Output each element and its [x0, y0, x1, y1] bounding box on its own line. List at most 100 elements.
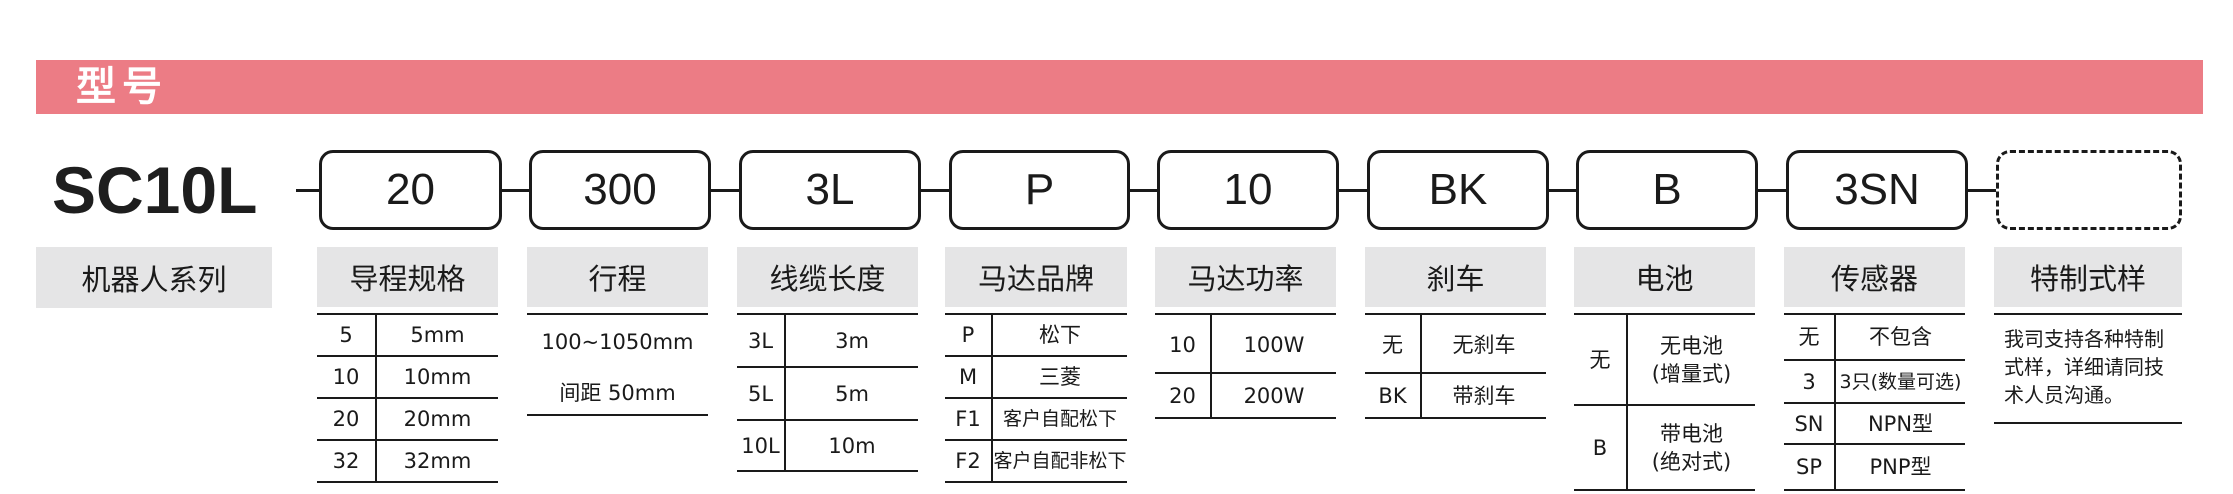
- brake-code: BK: [1378, 383, 1407, 408]
- cable-code: 3L: [747, 328, 774, 353]
- header-battery: 电池: [1574, 247, 1755, 307]
- motor-brand-value: 客户自配非松下: [993, 450, 1127, 472]
- rule: [317, 481, 498, 483]
- rule: [1784, 313, 1965, 315]
- motor-brand-code: P: [961, 323, 975, 347]
- cable-value: 3m: [835, 328, 869, 353]
- motor-brand-value: 三菱: [1039, 365, 1081, 389]
- connector-dash: [921, 189, 949, 192]
- connector-dash: [1339, 189, 1367, 192]
- connector-dash: [502, 189, 529, 192]
- rule: [1155, 372, 1336, 374]
- stroke-range: 100~1050mm: [541, 330, 694, 354]
- connector-dash: [711, 189, 739, 192]
- motor-power-code: 20: [1169, 383, 1196, 408]
- connector-dash: [296, 189, 319, 192]
- lead-value: 5mm: [410, 323, 465, 347]
- code-box-motor-power: 10: [1157, 150, 1339, 230]
- lead-value: 20mm: [403, 407, 472, 431]
- header-robot-series: 机器人系列: [36, 247, 272, 308]
- rule: [1834, 313, 1836, 491]
- connector-dash: [1758, 189, 1786, 192]
- battery-desc: 带电池 (绝对式): [1628, 406, 1755, 489]
- rule: [991, 313, 993, 483]
- connector-dash: [1549, 189, 1576, 192]
- sensor-code: SN: [1794, 411, 1824, 436]
- motor-brand-code: F1: [955, 407, 981, 431]
- battery-desc: 无电池 (增量式): [1628, 315, 1755, 404]
- rule: [784, 313, 786, 472]
- battery-desc-line: 带电池: [1660, 421, 1723, 446]
- rule: [1784, 402, 1965, 404]
- rule: [945, 481, 1127, 483]
- rule: [1365, 372, 1546, 374]
- connector-dash: [1968, 189, 1996, 192]
- rule: [317, 397, 498, 399]
- sensor-code: 无: [1798, 325, 1820, 349]
- rule: [375, 313, 377, 483]
- motor-power-value: 100W: [1243, 333, 1305, 357]
- code-box-special: [1996, 150, 2182, 230]
- special-note: 我司支持各种特制式样，详细请同技术人员沟通。: [2004, 327, 2164, 407]
- lead-value: 32mm: [403, 449, 472, 473]
- rule: [1574, 404, 1755, 406]
- lead-code: 20: [332, 407, 360, 431]
- rule: [1994, 422, 2182, 424]
- sensor-code: SP: [1796, 455, 1822, 479]
- cable-value: 5m: [835, 381, 869, 406]
- lead-value: 10mm: [403, 365, 472, 389]
- rule: [1155, 313, 1336, 315]
- header-stroke: 行程: [527, 247, 708, 307]
- rule: [317, 439, 498, 441]
- battery-desc-line: 无电池: [1660, 333, 1723, 358]
- header-motor-brand: 马达品牌: [945, 247, 1127, 307]
- brake-value: 无刹车: [1452, 333, 1516, 357]
- battery-desc-line: (绝对式): [1651, 449, 1732, 474]
- motor-brand-value: 客户自配松下: [1002, 408, 1117, 430]
- header-motor-power: 马达功率: [1155, 247, 1336, 307]
- rule: [737, 419, 918, 421]
- lead-code: 32: [332, 449, 360, 473]
- sensor-value: NPN型: [1867, 411, 1934, 436]
- rule: [1155, 417, 1336, 419]
- section-banner: 型号: [36, 60, 2203, 114]
- battery-code: 无: [1589, 347, 1611, 372]
- header-sensor: 传感器: [1784, 247, 1965, 307]
- rule: [527, 414, 708, 416]
- battery-code: B: [1592, 435, 1608, 460]
- rule: [1420, 313, 1422, 419]
- rule: [737, 470, 918, 472]
- rule: [1784, 443, 1965, 445]
- stroke-pitch: 间距 50mm: [559, 381, 676, 405]
- rule: [1365, 417, 1546, 419]
- rule: [945, 439, 1127, 441]
- header-brake: 刹车: [1365, 247, 1546, 307]
- rule: [317, 355, 498, 357]
- motor-power-code: 10: [1169, 333, 1196, 357]
- motor-brand-value: 松下: [1039, 323, 1081, 347]
- code-box-stroke: 300: [529, 150, 711, 230]
- code-box-cable: 3L: [739, 150, 921, 230]
- brake-value: 带刹车: [1452, 383, 1516, 408]
- header-cable: 线缆长度: [737, 247, 918, 307]
- code-box-lead: 20: [319, 150, 502, 230]
- rule: [317, 313, 498, 315]
- rule: [737, 313, 918, 315]
- code-box-motor-brand: P: [949, 150, 1130, 230]
- code-box-sensor: 3SN: [1786, 150, 1968, 230]
- sensor-code: 3: [1802, 369, 1816, 394]
- sensor-value: PNP型: [1869, 455, 1932, 479]
- rule: [527, 313, 708, 315]
- battery-desc-line: (增量式): [1651, 361, 1732, 386]
- motor-brand-code: M: [958, 365, 978, 389]
- lead-code: 5: [339, 323, 353, 347]
- rule: [1626, 313, 1628, 491]
- rule: [1994, 313, 2182, 315]
- motor-power-value: 200W: [1243, 383, 1305, 408]
- rule: [1574, 489, 1755, 491]
- rule: [1784, 489, 1965, 491]
- header-special: 特制式样: [1994, 247, 2182, 307]
- rule: [945, 313, 1127, 315]
- cable-code: 5L: [747, 381, 774, 406]
- code-box-battery: B: [1576, 150, 1758, 230]
